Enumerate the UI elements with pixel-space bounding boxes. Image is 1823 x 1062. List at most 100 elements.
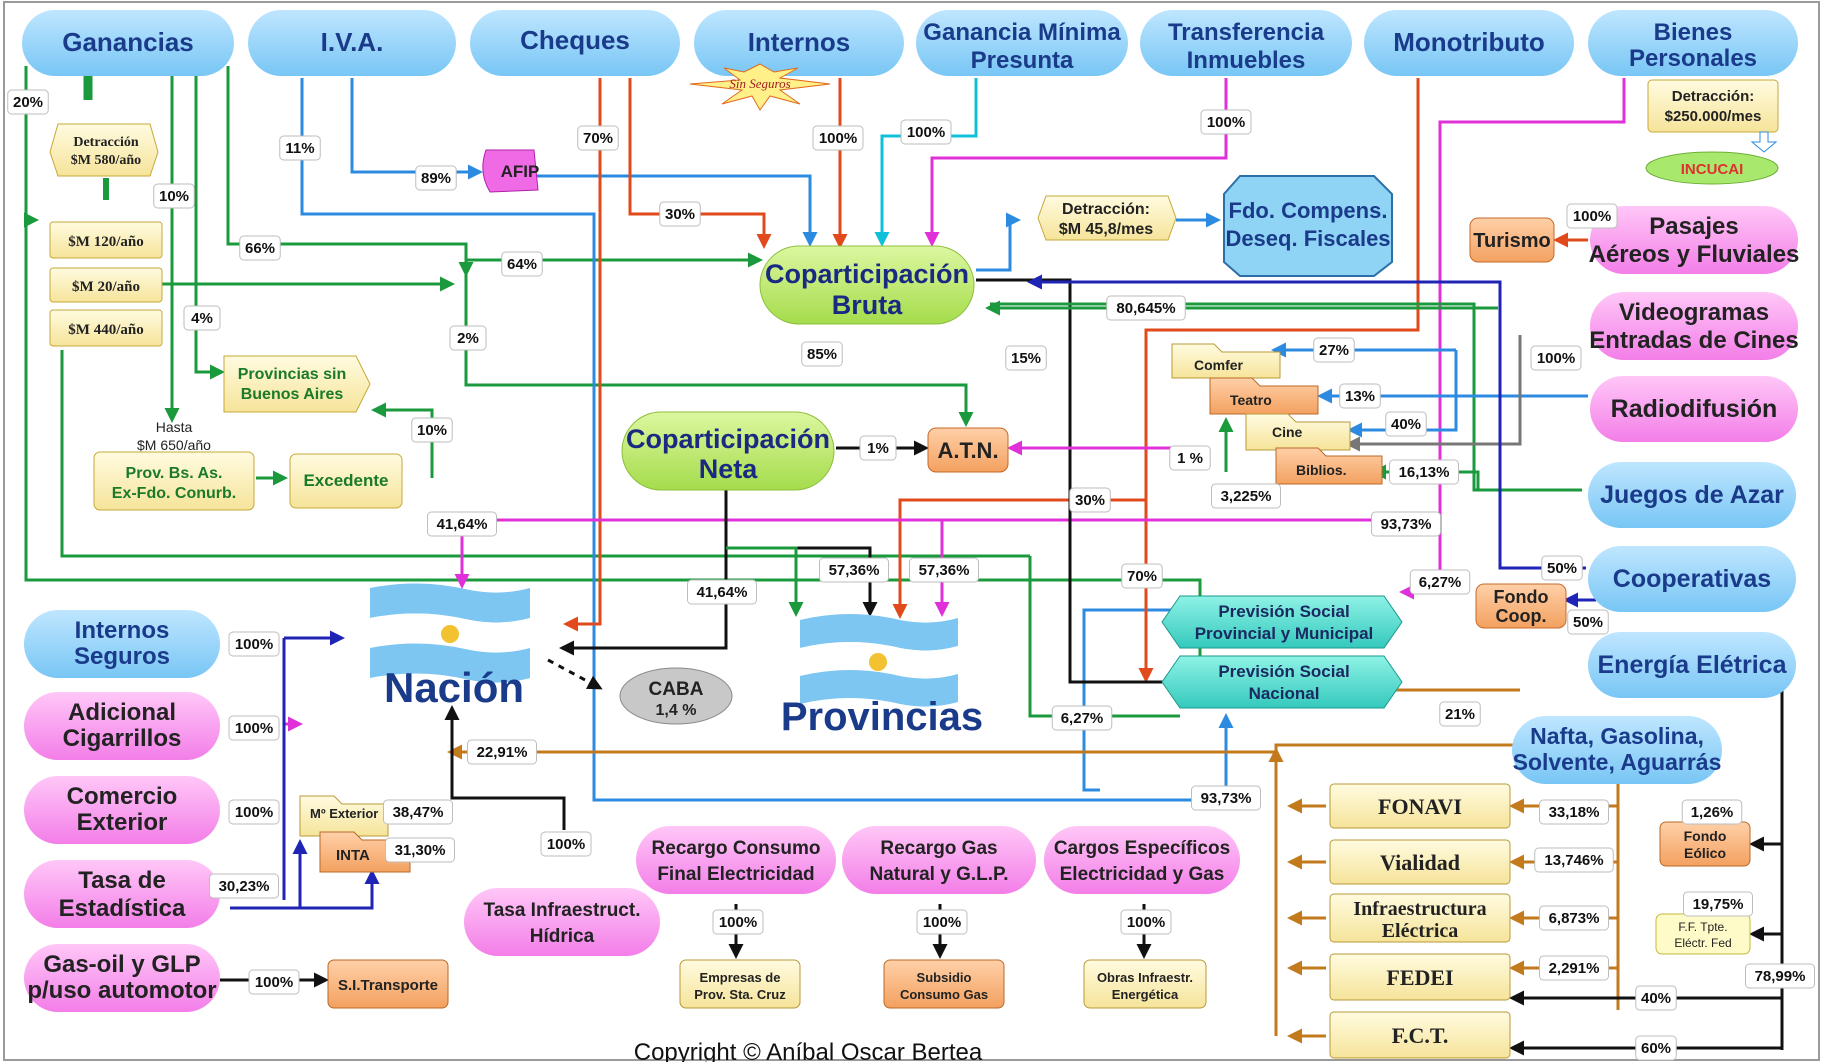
- percentage-tag-box: [1539, 799, 1609, 825]
- percentage-tag-box: [577, 125, 619, 151]
- pasajes-label-2: Aéreos y Fluviales: [1589, 241, 1800, 268]
- hasta-label-1: Hasta: [156, 419, 193, 435]
- percentage-tag-label: 1,26%: [1691, 804, 1734, 821]
- percentage-tag-label: 41,64%: [437, 516, 488, 533]
- percentage-tag-box: [383, 799, 453, 825]
- percentage-tag-label: 22,91%: [477, 744, 528, 761]
- empresas-label-1: Empresas de: [700, 970, 781, 985]
- fedei-node: [1329, 953, 1511, 1001]
- percentage-tag-box: [1005, 345, 1047, 371]
- juegos-azar-pill: [1588, 462, 1796, 528]
- percentage-tag-label: 3,225%: [1221, 488, 1272, 505]
- empresas-label-2: Prov. Sta. Cruz: [694, 987, 786, 1002]
- percentage-tag-label: 100%: [1537, 350, 1575, 367]
- comfer-label: Comfer: [1194, 357, 1244, 373]
- percentage-tag-box: [1121, 563, 1163, 589]
- neta-label-1: Coparticipación: [626, 424, 830, 454]
- m-exterior-label: Mº Exterior: [310, 806, 378, 821]
- teatro-label: Teatro: [1230, 392, 1272, 408]
- recargo-gas-label-2: Natural y G.L.P.: [869, 864, 1008, 885]
- bruta-detraccion-flow: [976, 212, 1021, 272]
- ganancias-64pct-flow: [464, 252, 763, 274]
- bienes-label-1: Bienes: [1654, 19, 1733, 46]
- fondo-coop-label-2: Coop.: [1496, 606, 1547, 626]
- pasajes-pill: [1590, 206, 1798, 274]
- percentage-tag-label: 100%: [1573, 208, 1611, 225]
- cigarrillos-pill: [24, 692, 220, 760]
- internos-label: Internos: [748, 27, 851, 57]
- detraccion-250-label-2: $250.000/mes: [1665, 108, 1762, 125]
- prevision-nacional-label-2: Nacional: [1249, 684, 1320, 703]
- recargo-electricidad-label-1: Recargo Consumo: [652, 838, 821, 859]
- percentage-tag-box: [1539, 905, 1609, 931]
- provincias-flag-icon: [800, 614, 958, 707]
- percentage-tag-box: [228, 799, 280, 825]
- percentage-tag-label: 64%: [507, 256, 537, 273]
- comercio-exterior-pill: [24, 776, 220, 844]
- detraccion-580-label-2: $M 580/año: [71, 153, 141, 168]
- afip-label: AFIP: [501, 162, 540, 181]
- cigarrillos-label-1: Adicional: [68, 699, 176, 726]
- percentage-tag-label: 89%: [421, 170, 451, 187]
- provincias-label: Provincias: [781, 695, 983, 739]
- percentage-tag-box: [540, 831, 592, 857]
- excedente-10pct-flow: [371, 402, 434, 478]
- percentage-tag-box: [687, 579, 757, 605]
- detraccion-580-node: [49, 123, 159, 177]
- percentage-tag-box: [1530, 345, 1582, 371]
- percentage-tag-box: [1567, 609, 1609, 635]
- percentage-tag-box: [467, 739, 537, 765]
- transferencia-label-2: Inmuebles: [1187, 47, 1306, 74]
- percentage-tag-box: [1635, 985, 1677, 1011]
- pools: Coparticipación Bruta Coparticipación Ne…: [621, 245, 975, 491]
- percentage-tag-label: 100%: [1207, 114, 1245, 131]
- ganancias-label: Ganancias: [62, 27, 194, 57]
- percentage-tag-box: [1389, 459, 1459, 485]
- percentage-tag-box: [415, 165, 457, 191]
- cooperativas-pill: [1588, 546, 1796, 612]
- percentage-tag-label: 70%: [583, 130, 613, 147]
- percentage-tag-box: [909, 557, 979, 583]
- iva-label: I.V.A.: [321, 27, 384, 57]
- internos-seguros-label-1: Internos: [75, 617, 170, 644]
- percentage-tag-label: 10%: [417, 422, 447, 439]
- sm120-node: [49, 221, 163, 259]
- percentage-tag-label: 60%: [1641, 1040, 1671, 1057]
- coparticipacion-neta-node: [621, 411, 835, 491]
- recargo-gas-label-1: Recargo Gas: [880, 838, 997, 859]
- percentage-tag-label: 100%: [235, 720, 273, 737]
- percentage-tag-label: 100%: [923, 914, 961, 931]
- prov-ba-node: [93, 451, 255, 511]
- percentage-tag-box: [7, 89, 49, 115]
- percentage-tag-label: 2,291%: [1549, 960, 1600, 977]
- obras-node: [1083, 959, 1207, 1009]
- percentage-tag-box: [1566, 203, 1618, 229]
- percentage-tag-label: 38,47%: [393, 804, 444, 821]
- biblios-label: Biblios.: [1296, 462, 1347, 478]
- atn-label: A.T.N.: [937, 438, 998, 463]
- gmp-label-1: Ganancia Mínima: [923, 19, 1121, 46]
- percentage-tag-box: [1120, 909, 1172, 935]
- monotributo-label: Monotributo: [1393, 27, 1545, 57]
- percentage-tag-label: 19,75%: [1693, 896, 1744, 913]
- si-transporte-label: S.I.Transporte: [338, 977, 438, 994]
- sm440-flow: [60, 350, 1030, 558]
- energia-electrica-pill: [1588, 632, 1796, 698]
- percentage-tag-box: [859, 435, 897, 461]
- cine-folder-icon: [1245, 413, 1351, 451]
- destinations: CABA 1,4 % A.T.N. AFIP Turismo Fondo Coo…: [93, 149, 1779, 1059]
- percentage-tag-box: [248, 969, 300, 995]
- sm20-node: [49, 267, 163, 303]
- percentage-tag-box: [1635, 1035, 1677, 1061]
- neta-provincias-green: [726, 546, 804, 617]
- detraccion-250-label-1: Detracción:: [1672, 88, 1755, 105]
- percentage-tag-label: 100%: [235, 804, 273, 821]
- infraestructura-label-1: Infraestructura: [1353, 898, 1486, 920]
- percentage-tag-label: 1%: [867, 440, 889, 457]
- juegos-azar-label: Juegos de Azar: [1600, 481, 1784, 509]
- comercio-exterior-label-2: Exterior: [77, 809, 168, 836]
- gasoil-label-1: Gas-oil y GLP: [43, 951, 200, 978]
- percentage-tag-label: 10%: [159, 188, 189, 205]
- percentage-tag-label: 20%: [13, 94, 43, 111]
